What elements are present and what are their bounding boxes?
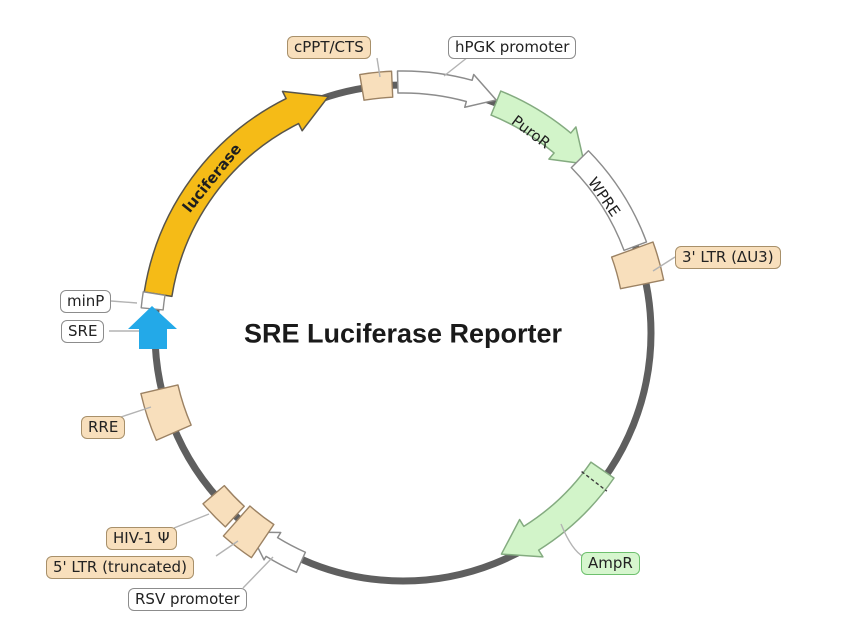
psi-leader-line xyxy=(173,513,210,529)
feature-label-3-ltr: 3' LTR (ΔU3) xyxy=(675,246,781,269)
feature-label-ampr: AmpR xyxy=(581,552,640,575)
rre-block xyxy=(140,384,192,441)
rsv-leader-line xyxy=(242,556,274,589)
feature-label-hiv1-psi: HIV-1 Ψ xyxy=(106,527,177,550)
wpre-block xyxy=(570,150,648,252)
feature-label-rsv-promoter: RSV promoter xyxy=(128,588,247,611)
ltr5-leader-line xyxy=(215,540,239,557)
minp-block xyxy=(140,291,166,311)
ampr-arrow xyxy=(500,461,615,558)
ltr3-block xyxy=(610,241,665,290)
ampr-dashed-boundary xyxy=(581,470,608,492)
plasmid-title: SRE Luciferase Reporter xyxy=(243,318,563,349)
hpgk-arrow xyxy=(396,70,497,109)
minp-leader-line xyxy=(110,300,138,304)
feature-label-sre: SRE xyxy=(61,320,105,343)
cppt-leader-line xyxy=(376,57,381,78)
cppt-block xyxy=(359,70,394,101)
luciferase-arrow xyxy=(143,90,330,298)
feature-label-5-ltr: 5' LTR (truncated) xyxy=(46,556,194,579)
feature-label-minp: minP xyxy=(60,290,112,313)
feature-label-rre: RRE xyxy=(81,416,126,439)
feature-label-hpgk-promoter: hPGK promoter xyxy=(448,36,577,59)
feature-label-cppt-cts: cPPT/CTS xyxy=(287,36,371,59)
ltr5-block xyxy=(222,505,275,559)
hpgk-leader-line xyxy=(443,56,469,77)
rre-leader-line xyxy=(120,406,152,418)
ltr3-leader-line xyxy=(652,256,676,272)
psi-block xyxy=(202,484,245,528)
sre-arrow xyxy=(128,306,177,349)
